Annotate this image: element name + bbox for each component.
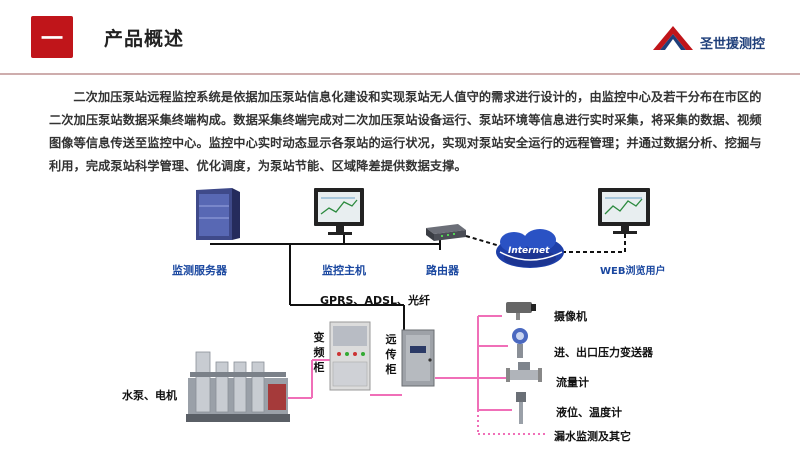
label-monitor-host: 监控主机 (322, 264, 366, 277)
pump-motor-icon (186, 351, 290, 422)
web-user-monitor-icon (598, 188, 650, 234)
label-sensor: 进、出口压力变送器 (554, 346, 653, 359)
flow-meter-icon (506, 362, 542, 382)
server-icon (196, 188, 240, 240)
label-sensor: 摄像机 (554, 310, 587, 323)
router-icon (426, 224, 466, 241)
brand-logo-icon (653, 26, 693, 50)
camera-icon (506, 302, 536, 320)
pressure-transmitter-icon (512, 328, 528, 358)
label-vfd-cabinet: 变频柜 (313, 331, 325, 374)
network-lines (210, 232, 441, 330)
label-link-types: GPRS、ADSL、光纤 (320, 294, 431, 307)
header-divider (0, 73, 800, 75)
intro-paragraph: 二次加压泵站远程监控系统是依据加压泵站信息化建设和实现泵站无人值守的需求进行设计… (49, 90, 762, 173)
page-title: 产品概述 (104, 28, 185, 50)
label-pump: 水泵、电机 (122, 389, 177, 402)
vfd-cabinet-icon (329, 321, 371, 391)
label-sensor: 流量计 (556, 376, 589, 389)
label-sensor: 漏水监测及其它 (554, 430, 631, 443)
label-sensor: 液位、温度计 (556, 406, 622, 419)
internet-links (465, 230, 626, 253)
internet-cloud-icon (496, 229, 564, 268)
brand-name: 圣世援测控 (700, 37, 766, 52)
monitor-host-icon (314, 188, 364, 235)
section-number-badge: 一 (31, 16, 73, 58)
label-rtu-cabinet: 远传柜 (385, 333, 397, 376)
rtu-cabinet-icon (401, 329, 435, 387)
label-internet: Internet (508, 246, 550, 256)
label-router: 路由器 (426, 264, 459, 277)
level-temperature-sensor-icon (516, 392, 526, 424)
label-web-user: WEB浏览用户 (600, 266, 666, 277)
label-server: 监测服务器 (172, 264, 227, 277)
